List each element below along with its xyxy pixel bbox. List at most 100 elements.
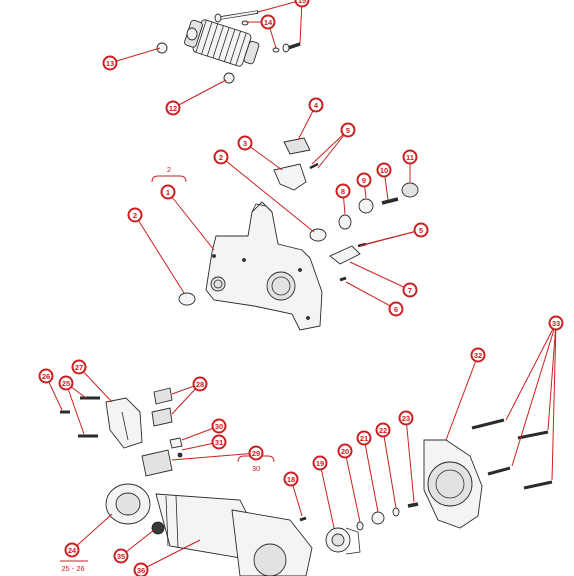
callout-label: 26 [42, 372, 50, 381]
leader-line [365, 229, 422, 245]
leader-line [317, 129, 349, 169]
callout-label: 8 [341, 187, 345, 196]
leader-line [172, 79, 227, 109]
callout-label: 23 [402, 414, 410, 423]
pin-18 [299, 516, 307, 522]
callout-14: 14 [246, 14, 277, 49]
washer-22 [392, 507, 400, 517]
bolt-23 [407, 502, 419, 508]
callout-bubble [211, 418, 227, 434]
callout-bubble [102, 55, 118, 71]
callout-bubble [398, 410, 414, 426]
leader-line [167, 191, 215, 251]
leader-line [405, 417, 415, 503]
screw-33c [487, 466, 511, 476]
callout-bubble [283, 471, 299, 487]
washer-21 [371, 511, 385, 525]
clip-7 [329, 245, 361, 265]
callout-label: 7 [408, 286, 412, 295]
callout-30: 30 [181, 418, 227, 441]
callout-10: 10 [376, 162, 392, 201]
callout-5: 5 [311, 122, 356, 169]
callout-32: 32 [445, 347, 486, 441]
callout-bubble [375, 422, 391, 438]
callout-8: 8 [335, 183, 351, 215]
callout-4: 4 [297, 97, 324, 141]
callout-bubble [356, 430, 372, 446]
callout-20: 20 [337, 443, 361, 523]
group-label-25-26: 25 - 26 [61, 564, 84, 573]
callout-label: 25 [62, 379, 70, 388]
pad-30 [169, 437, 183, 449]
callout-label: 35 [117, 552, 125, 561]
callout-label: 28 [196, 380, 204, 389]
group-label-30: 30 [252, 464, 260, 473]
callout-bubble [294, 0, 310, 8]
callout-9: 9 [356, 172, 372, 199]
callout-label: 2 [133, 211, 137, 220]
callout-12: 12 [165, 79, 227, 116]
callout-26: 26 [38, 368, 63, 411]
callout-bubble [376, 162, 392, 178]
callout-label: 9 [362, 176, 366, 185]
leader-line [220, 156, 315, 233]
callout-label: 20 [341, 447, 349, 456]
callout-bubble [237, 135, 253, 151]
plate-29 [141, 449, 173, 477]
callout-28: 28 [171, 376, 208, 415]
coupling-19 [325, 527, 361, 555]
pad-4 [283, 137, 311, 155]
callout-bubble [192, 376, 208, 392]
leader-line [344, 450, 361, 523]
callout-35: 35 [113, 529, 155, 564]
callout-label: 3 [243, 139, 247, 148]
callout-bubble [356, 172, 372, 188]
motor-body [105, 483, 313, 576]
leader-line [78, 366, 113, 403]
callout-7: 7 [349, 261, 418, 298]
callout-bubble [58, 375, 74, 391]
callout-1: 1 [160, 184, 215, 251]
bolt-10 [381, 197, 399, 205]
callout-label: 29 [252, 449, 260, 458]
callout-bubble [211, 434, 227, 450]
motor-bracket-27 [105, 397, 143, 449]
callout-label: 31 [215, 438, 223, 447]
washer-13 [156, 42, 168, 54]
callout-label: 24 [68, 546, 77, 555]
callout-31: 31 [181, 434, 227, 451]
bushing-2-lower [178, 292, 196, 306]
group-label-2: 2 [167, 165, 171, 174]
callout-21: 21 [356, 430, 379, 513]
leader-line [65, 382, 85, 435]
callout-bubble [64, 542, 80, 558]
callout-bubble [340, 122, 356, 138]
callout-bubble [413, 222, 429, 238]
leader-line [257, 0, 303, 13]
callout-23: 23 [398, 410, 415, 503]
leader-line [345, 281, 397, 310]
leader-line [244, 142, 283, 171]
leader-line [140, 539, 201, 571]
callout-11: 11 [402, 149, 418, 182]
shock-absorber [184, 10, 301, 67]
callout-label: 36 [137, 566, 145, 575]
callout-36: 36 [133, 539, 201, 576]
callout-27: 27 [71, 359, 113, 403]
leader-line [71, 513, 113, 551]
callout-bubble [312, 455, 328, 471]
callout-bubble [248, 445, 264, 461]
callout-bubble [133, 562, 149, 576]
ring-8 [338, 214, 352, 230]
leader-line [511, 322, 557, 467]
callout-15: 15 [257, 0, 310, 45]
callout-label: 27 [75, 363, 83, 372]
leader-line [171, 452, 257, 461]
leader-line [382, 429, 397, 509]
callout-29: 29 [171, 445, 264, 461]
callout-bubble [402, 149, 418, 165]
callout-label: 6 [394, 305, 398, 314]
callout-label: 14 [264, 18, 273, 27]
leader-line [445, 354, 479, 441]
